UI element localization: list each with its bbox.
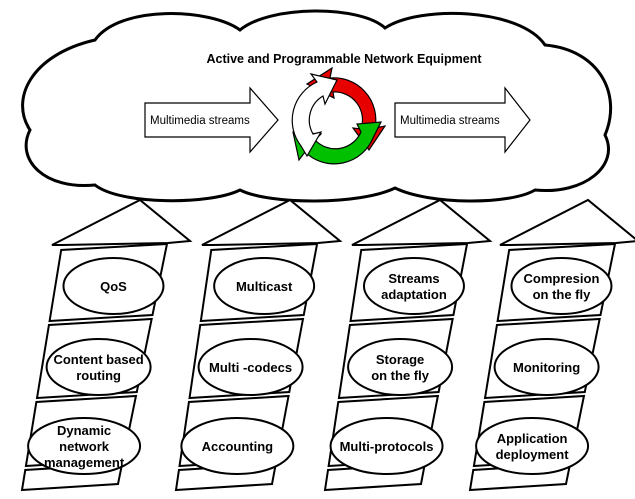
feature-label: Application [497,431,568,446]
arrow-head [51,198,193,246]
cloud-title: Active and Programmable Network Equipmen… [206,52,482,66]
cycle-arc-green [292,121,383,165]
columns: QoS Content basedroutingDynamicnetworkman… [20,198,635,492]
feature-ellipse [362,257,465,315]
feature-item: Multicast [213,257,316,315]
feature-label: Content based [53,352,143,367]
feature-ellipse [62,257,165,315]
arrow-head [201,198,343,246]
feature-ellipse [475,417,590,475]
feature-label: deployment [496,447,570,462]
feature-label: Storage [376,352,424,367]
feature-label: Multi -codecs [209,360,292,375]
feature-label: Streams [388,271,439,286]
output-stream-label: Multimedia streams [400,115,500,127]
feature-label: on the fly [533,287,592,302]
feature-label: Accounting [202,439,274,454]
cycle-arc-white [291,73,338,158]
feature-ellipse [45,338,152,396]
feature-label: Multicast [236,279,293,294]
feature-label: Monitoring [513,360,580,375]
arrow-head [499,198,635,246]
feature-label: routing [76,368,121,383]
feature-label: management [44,455,125,470]
input-stream-label: Multimedia streams [150,115,250,127]
cloud-shape [21,9,613,203]
feature-ellipse [197,338,304,396]
output-stream-arrow [394,86,531,154]
feature-ellipse [180,417,295,475]
feature-item: Monitoring [493,338,600,396]
feature-label: QoS [100,279,127,294]
feature-ellipse [213,257,316,315]
feature-ellipse [347,338,454,396]
feature-label: adaptation [381,287,447,302]
feature-item: QoS [62,257,165,315]
feature-ellipse [329,417,444,475]
feature-ellipse [27,417,142,475]
input-stream-arrow [144,86,279,154]
feature-label: Multi-protocols [340,439,434,454]
feature-label: Dynamic [57,423,111,438]
feature-label: network [59,439,110,454]
feature-ellipse [493,338,600,396]
cloud: Active and Programmable Network Equipmen… [21,9,613,203]
feature-ellipse [510,257,613,315]
feature-label: Compresion [524,271,600,286]
feature-item: Accounting [180,417,295,475]
column-1: QoS Content basedroutingDynamicnetworkman… [20,198,193,492]
feature-item: Multi -codecs [197,338,304,396]
arrow-head [351,198,493,246]
cycle-icon [291,66,387,165]
feature-label: on the fly [371,368,430,383]
feature-item: Multi-protocols [329,417,444,475]
